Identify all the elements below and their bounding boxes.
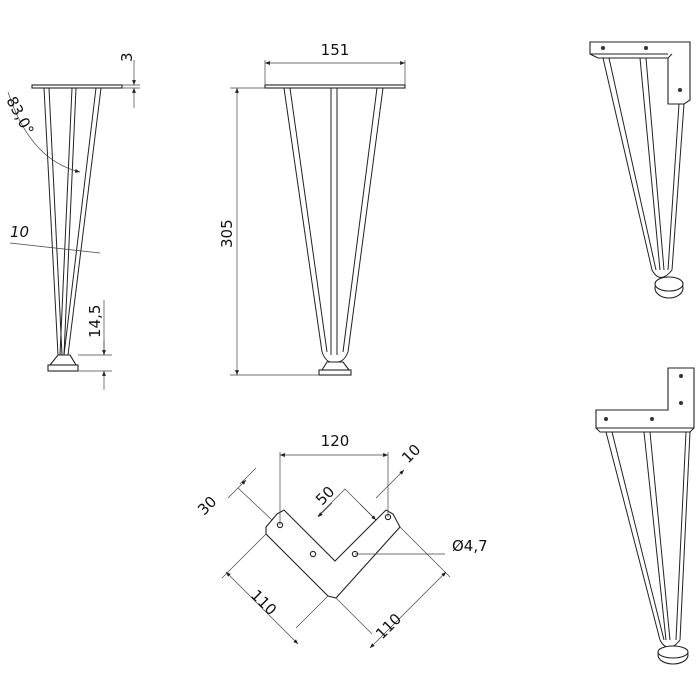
persp1-plate xyxy=(589,41,691,105)
side-rod-mid xyxy=(59,87,77,356)
dim-hole-offset: 50 xyxy=(312,483,338,509)
front-rod-right xyxy=(342,87,384,353)
side-foot-base xyxy=(47,364,79,372)
perspective-view-bottom xyxy=(595,367,695,665)
front-top-plate xyxy=(264,84,406,89)
hole-center xyxy=(309,550,317,558)
front-rod-center xyxy=(330,88,338,355)
dim-leg-angle: 83,0° xyxy=(2,93,37,138)
dim-leg-height: 305 xyxy=(218,219,236,248)
dim-plate-arm-right: 110 xyxy=(372,610,405,643)
dim-plate-flange-width: 30 xyxy=(194,493,220,519)
side-rod-back xyxy=(63,87,102,356)
persp1-rods xyxy=(602,57,685,271)
dim-leg-width: 151 xyxy=(321,41,350,59)
front-foot xyxy=(321,361,351,371)
front-rod-left xyxy=(283,87,328,353)
dim-rod-spacing: 10 xyxy=(10,223,29,241)
front-foot-base xyxy=(318,369,352,376)
side-rod-front xyxy=(43,87,63,356)
perspective-view-top xyxy=(589,41,691,299)
dim-foot-height: 14,5 xyxy=(86,305,104,338)
mounting-plate-view: 120 10 50 30 Ø4,7 110 110 xyxy=(194,432,488,649)
side-view: 3 83,0° 10 14,5 xyxy=(2,52,140,390)
dim-plate-thickness: 3 xyxy=(118,52,136,62)
side-foot xyxy=(48,354,77,366)
side-top-plate xyxy=(31,84,123,89)
persp2-rods xyxy=(605,431,691,641)
dim-plate-arm-left: 110 xyxy=(247,586,280,619)
dim-plate-span: 120 xyxy=(321,432,350,450)
dim-hole-diameter: Ø4,7 xyxy=(452,537,488,555)
dim-plate-edge-offset: 10 xyxy=(398,441,424,467)
front-view: 151 305 xyxy=(218,41,406,376)
angle-arc xyxy=(7,91,81,173)
